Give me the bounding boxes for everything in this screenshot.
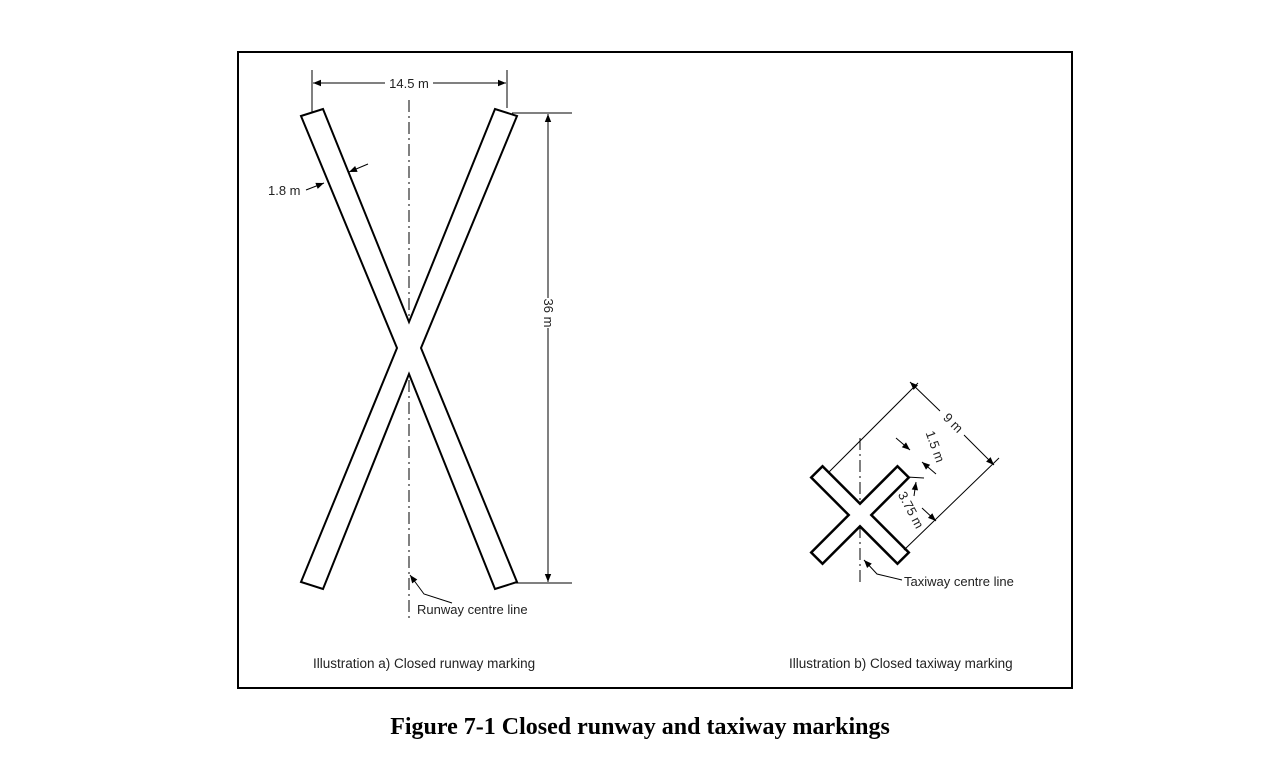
figure-caption: Figure 7-1 Closed runway and taxiway mar…	[390, 714, 890, 740]
taxiway-arm-arrow-upper	[911, 481, 919, 497]
runway-centreline-leader	[409, 574, 453, 604]
taxiway-stroke-arrow-lower	[921, 461, 937, 475]
taxiway-stroke-label: 1.5 m	[923, 429, 948, 465]
runway-x-marking	[299, 107, 519, 591]
runway-illustration-caption: Illustration a) Closed runway marking	[313, 656, 535, 671]
taxiway-centreline-leader	[863, 559, 903, 581]
taxiway-size-arrow-lower	[963, 434, 995, 466]
taxiway-arm-label: 3.75 m	[895, 489, 927, 531]
taxiway-stroke-arrow-upper	[895, 437, 911, 451]
taxiway-size-arrow-upper	[909, 381, 941, 412]
taxiway-illustration: 9 m 1.5 m 3.75 m Taxiway centre line Ill…	[789, 381, 1014, 671]
runway-length-label: 36 m	[541, 299, 556, 328]
taxiway-size-label: 9 m	[940, 410, 966, 436]
taxiway-size-extension-left	[827, 382, 919, 474]
runway-stroke-arrow-right	[348, 163, 369, 173]
figure-frame	[237, 51, 1073, 689]
runway-stroke-arrow-left	[305, 182, 325, 191]
taxiway-arm-extension	[906, 476, 925, 479]
taxiway-arm-arrow-lower	[921, 507, 937, 522]
taxiway-x-marking	[809, 464, 911, 566]
taxiway-size-extension-right	[903, 457, 1000, 551]
runway-centreline-label: Runway centre line	[417, 602, 528, 617]
taxiway-illustration-caption: Illustration b) Closed taxiway marking	[789, 656, 1013, 671]
runway-stroke-label: 1.8 m	[268, 183, 301, 198]
runway-width-label: 14.5 m	[389, 76, 429, 91]
taxiway-centreline-label: Taxiway centre line	[904, 574, 1014, 589]
runway-illustration: 14.5 m 36 m 1.8 m Runway centre line Ill…	[268, 70, 572, 671]
